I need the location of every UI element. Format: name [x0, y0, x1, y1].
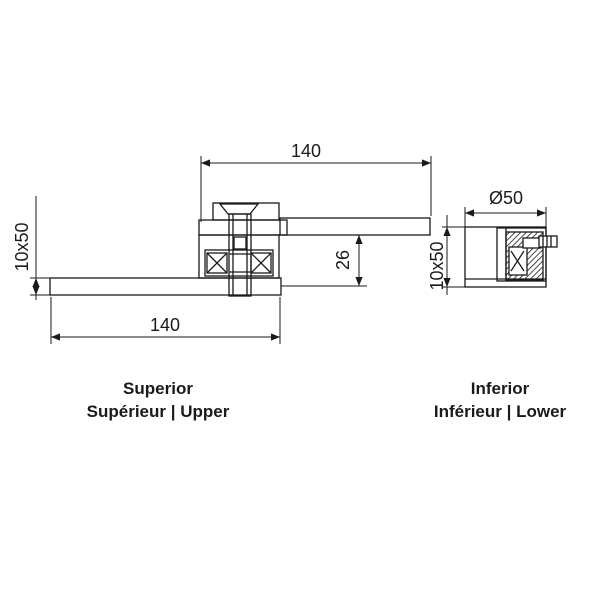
dim-offset: 26	[333, 250, 353, 270]
dimension-lines	[30, 156, 547, 344]
upper-plate	[212, 202, 280, 221]
bearing-housing	[198, 234, 280, 279]
dim-right-bar-section: 10x50	[427, 241, 447, 290]
countersunk-screw	[218, 203, 260, 215]
lower-pivot	[464, 226, 558, 288]
bearing-left	[206, 252, 228, 274]
adjustment-screw	[538, 235, 558, 248]
caption-lower: Inferior Inférieur | Lower	[400, 377, 600, 423]
caption-lower-line2: Inférieur | Lower	[433, 402, 567, 421]
caption-upper-line2: Supérieur | Upper	[86, 402, 230, 421]
dim-bottom-length: 140	[150, 315, 180, 335]
caption-lower-line1: Inferior	[470, 379, 530, 398]
dim-top-length: 140	[291, 141, 321, 161]
central-pin	[228, 213, 252, 297]
top-arm-bar	[279, 217, 431, 236]
dim-left-bar-section: 10x50	[12, 222, 32, 271]
upper-pivot-assembly	[49, 202, 431, 297]
caption-upper: Superior Supérieur | Upper	[40, 377, 276, 423]
caption-upper-line1: Superior	[123, 379, 193, 398]
dim-diameter: Ø50	[489, 188, 523, 208]
